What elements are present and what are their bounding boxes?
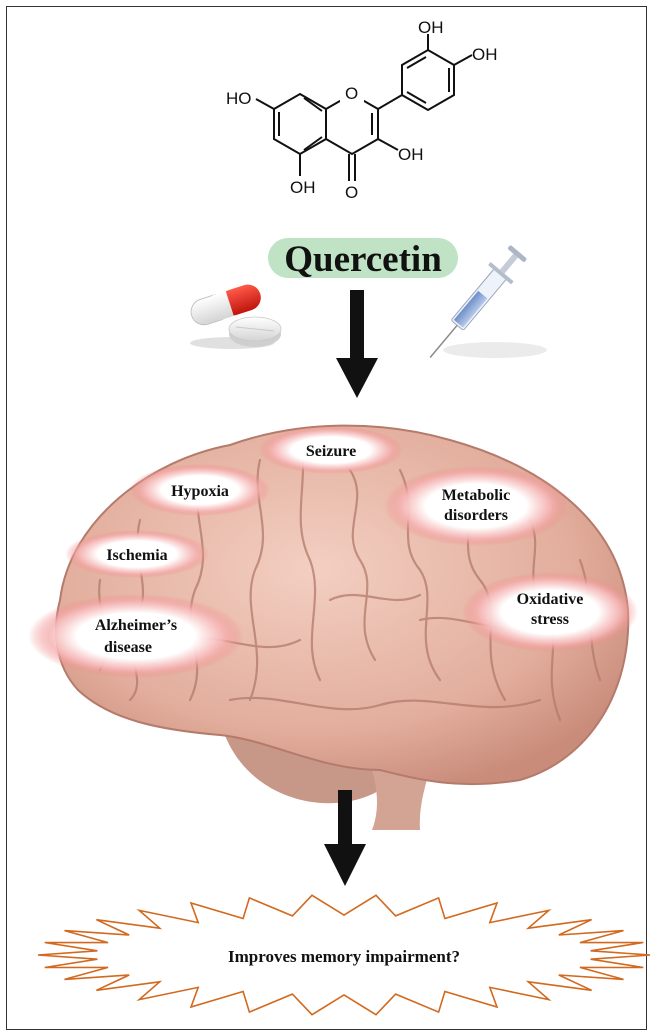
- atom-o-ring: O: [345, 84, 358, 103]
- molecule-name: Quercetin: [284, 239, 442, 280]
- condition-alzheimers: Alzheimer’s disease: [28, 594, 244, 678]
- svg-text:stress: stress: [531, 611, 569, 628]
- atom-oh-top: OH: [418, 18, 444, 37]
- svg-text:Oxidative: Oxidative: [517, 591, 584, 608]
- pills-icon: [188, 281, 281, 349]
- atom-o-keto: O: [345, 183, 358, 202]
- svg-text:disorders: disorders: [444, 507, 508, 524]
- svg-text:Metabolic: Metabolic: [442, 487, 510, 504]
- atom-ho-left: HO: [226, 89, 252, 108]
- quercetin-structure: [256, 34, 472, 181]
- svg-text:Ischemia: Ischemia: [106, 547, 167, 564]
- atom-oh-right: OH: [472, 45, 498, 64]
- outcome-burst: Improves memory impairment?: [38, 895, 650, 1014]
- outcome-text: Improves memory impairment?: [228, 947, 460, 966]
- atom-labels: O OH OH HO OH OH O: [226, 18, 498, 202]
- svg-text:disease: disease: [104, 639, 152, 656]
- condition-seizure: Seizure: [259, 426, 403, 474]
- down-arrow-icon: [324, 790, 366, 886]
- svg-text:Alzheimer’s: Alzheimer’s: [95, 617, 177, 634]
- condition-metabolic: Metabolic disorders: [384, 466, 568, 546]
- condition-hypoxia: Hypoxia: [130, 464, 270, 516]
- atom-oh-bottom: OH: [290, 178, 316, 197]
- svg-text:Hypoxia: Hypoxia: [171, 483, 229, 500]
- condition-oxidative: Oxidative stress: [462, 572, 638, 652]
- condition-ischemia: Ischemia: [65, 530, 209, 578]
- title-badge: Quercetin: [268, 238, 458, 280]
- svg-text:Seizure: Seizure: [306, 443, 356, 460]
- down-arrow-icon: [336, 290, 378, 398]
- atom-oh-mid: OH: [398, 145, 424, 164]
